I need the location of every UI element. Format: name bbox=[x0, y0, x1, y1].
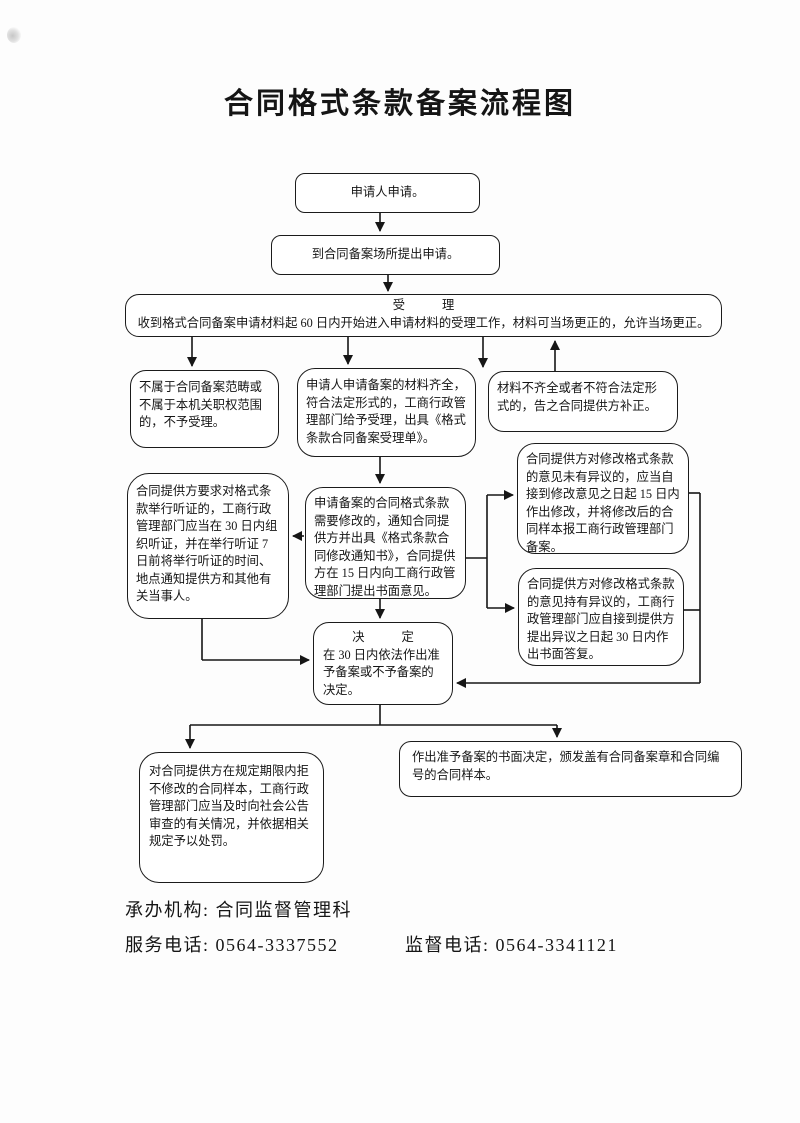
page-title: 合同格式条款备案流程图 bbox=[223, 88, 576, 120]
agency-label: 承办机构: bbox=[125, 900, 216, 920]
node-not-accepted: 不属于合同备案范畴或不属于本机关职权范围的，不予受理。 bbox=[130, 370, 279, 448]
node-heading: 决 定 bbox=[352, 630, 414, 644]
node-text: 申请人申请。 bbox=[350, 185, 425, 200]
footer-supervision-phone: 监督电话: 0564-3341121 bbox=[405, 931, 618, 957]
node-hearing-request: 合同提供方要求对格式条款举行听证的，工商行政管理部门应当在 30 日内组织听证，… bbox=[127, 473, 289, 619]
agency-value: 合同监督管理科 bbox=[215, 900, 353, 920]
node-materials-incomplete: 材料不齐全或者不符合法定形式的，告之合同提供方补正。 bbox=[488, 371, 678, 432]
supervision-phone-label: 监督电话: bbox=[405, 935, 496, 955]
node-acceptance: 受 理 收到格式合同备案申请材料起 60 日内开始进入申请材料的受理工作，材料可… bbox=[125, 294, 722, 337]
node-text: 收到格式合同备案申请材料起 60 日内开始进入申请材料的受理工作，材料可当场更正… bbox=[137, 315, 710, 330]
footer-agency: 承办机构: 合同监督管理科 bbox=[125, 896, 352, 922]
node-text: 合同提供方对修改格式条款的意见未有异议的，应当自接到修改意见之日起 15 日内作… bbox=[526, 452, 680, 554]
node-has-objection: 合同提供方对修改格式条款的意见持有异议的，工商行政管理部门应自接到提供方提出异议… bbox=[518, 568, 684, 666]
node-text: 不属于合同备案范畴或不属于本机关职权范围的，不予受理。 bbox=[139, 380, 262, 430]
supervision-phone-value: 0564-3341121 bbox=[495, 935, 618, 955]
node-submit-at-filing-place: 到合同备案场所提出申请。 bbox=[271, 235, 500, 275]
node-text: 对合同提供方在规定期限内拒不修改的合同样本，工商行政管理部门应当及时向社会公告审… bbox=[149, 764, 309, 849]
node-text: 合同提供方对修改格式条款的意见持有异议的，工商行政管理部门应自接到提供方提出异议… bbox=[527, 577, 675, 662]
node-decision: 决 定 在 30 日内依法作出准予备案或不予备案的决定。 bbox=[313, 622, 453, 705]
node-issue-filing-decision: 作出准予备案的书面决定，颁发盖有合同备案章和合同编号的合同样本。 bbox=[399, 741, 742, 797]
node-materials-complete-accepted: 申请人申请备案的材料齐全，符合法定形式的，工商行政管理部门给予受理，出具《格式条… bbox=[297, 368, 476, 457]
node-text: 申请备案的合同格式条款需要修改的，通知合同提供方并出具《格式条款合同修改通知书》… bbox=[314, 496, 456, 598]
service-phone-label: 服务电话: bbox=[125, 935, 216, 955]
node-text: 申请人申请备案的材料齐全，符合法定形式的，工商行政管理部门给予受理，出具《格式条… bbox=[306, 378, 466, 445]
node-text: 在 30 日内依法作出准予备案或不予备案的决定。 bbox=[323, 647, 440, 697]
node-applicant-applies: 申请人申请。 bbox=[295, 173, 480, 213]
node-modification-notice: 申请备案的合同格式条款需要修改的，通知合同提供方并出具《格式条款合同修改通知书》… bbox=[305, 487, 466, 599]
node-refusal-punishment: 对合同提供方在规定期限内拒不修改的合同样本，工商行政管理部门应当及时向社会公告审… bbox=[139, 752, 324, 883]
node-text: 作出准予备案的书面决定，颁发盖有合同备案章和合同编号的合同样本。 bbox=[412, 750, 720, 782]
node-no-objection: 合同提供方对修改格式条款的意见未有异议的，应当自接到修改意见之日起 15 日内作… bbox=[517, 443, 689, 554]
service-phone-value: 0564-3337552 bbox=[215, 935, 339, 955]
node-text: 合同提供方要求对格式条款举行听证的，工商行政管理部门应当在 30 日内组织听证，… bbox=[136, 484, 278, 604]
footer-service-phone: 服务电话: 0564-3337552 bbox=[125, 931, 339, 957]
node-text: 材料不齐全或者不符合法定形式的，告之合同提供方补正。 bbox=[497, 381, 657, 413]
scan-artifact-smudge bbox=[7, 27, 21, 43]
node-text: 到合同备案场所提出申请。 bbox=[311, 247, 460, 262]
node-heading: 受 理 bbox=[392, 298, 455, 312]
